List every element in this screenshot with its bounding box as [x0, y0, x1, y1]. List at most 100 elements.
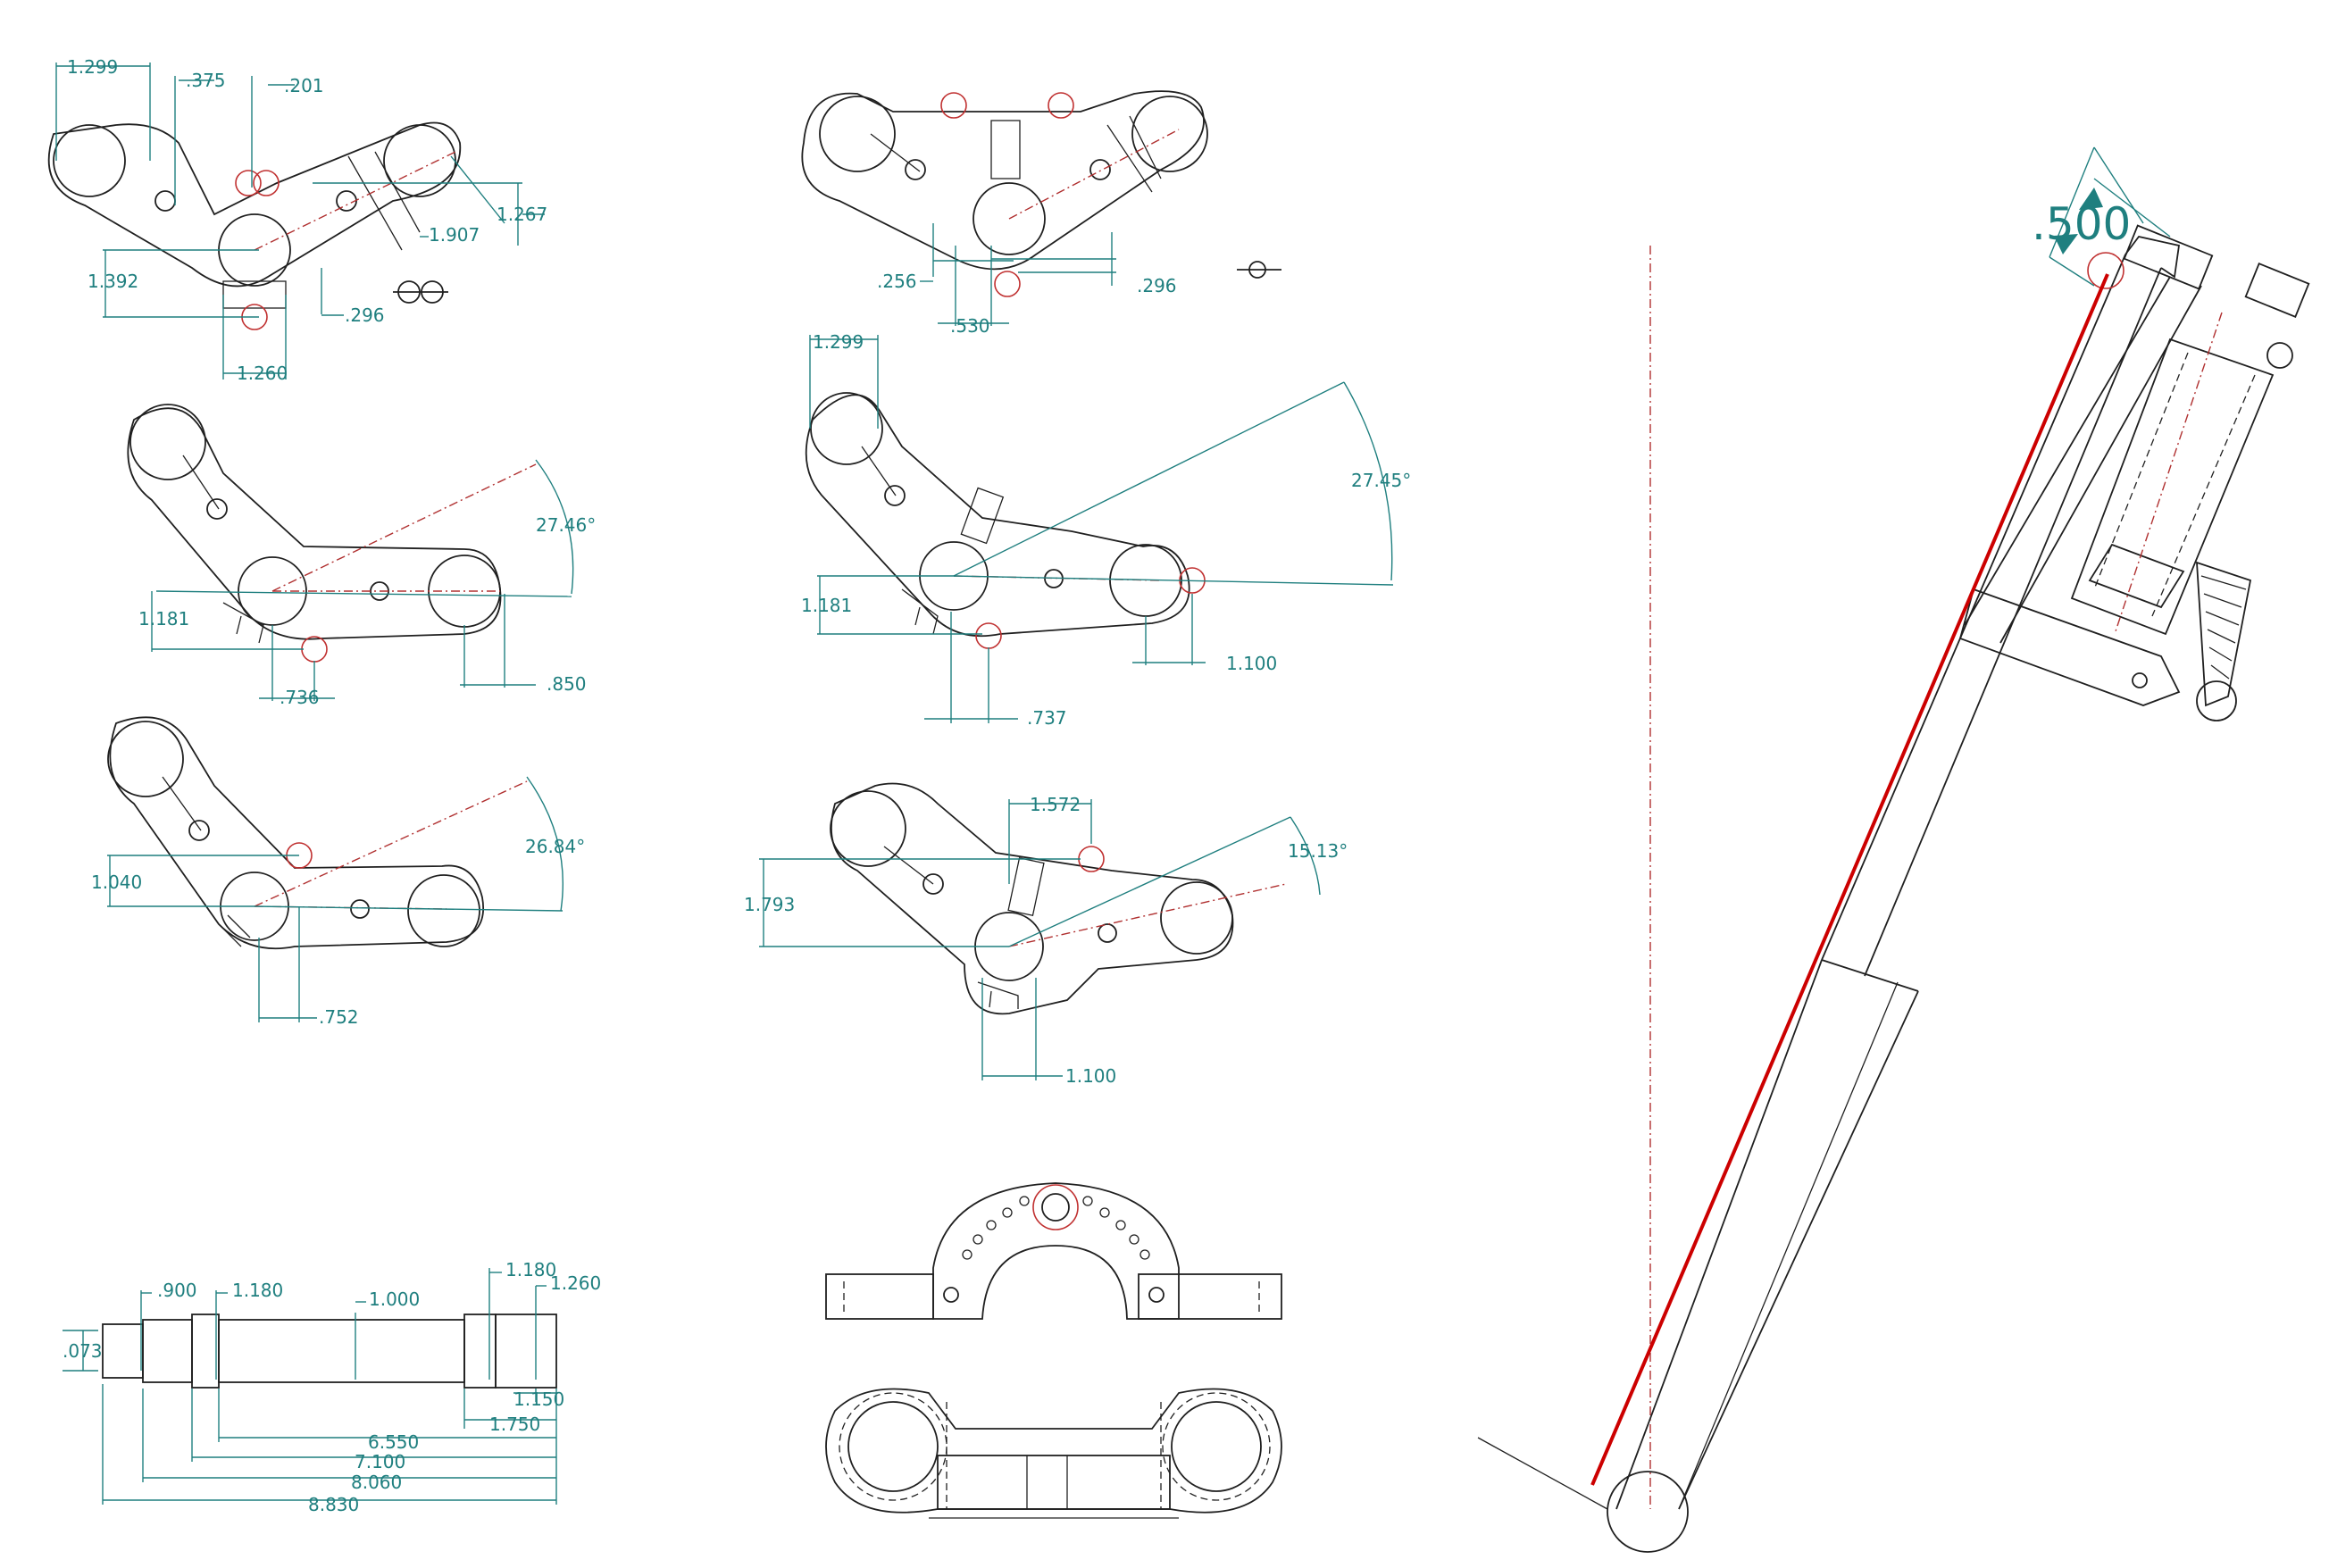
stanchion-bore [810, 392, 883, 465]
bolt-hole [1098, 923, 1117, 943]
stanchion-bore [129, 404, 206, 480]
bolt-line [870, 133, 921, 172]
dim-text: .530 [950, 315, 990, 337]
axle-shoulder [142, 1319, 193, 1383]
view-clamp-side-d: 1.572 15.13° 1.793 1.100 [744, 782, 1348, 1087]
centerline [1008, 129, 1180, 220]
bolt-hole [1089, 159, 1111, 180]
axle-collar [191, 1314, 220, 1389]
view-clamp-side-a: 27.46° 1.181 .736 .850 [127, 404, 596, 708]
pinch-slot [218, 914, 251, 947]
view-clamp-bottom [825, 1388, 1282, 1519]
dim-text: 1.907 [429, 224, 480, 246]
dim-text: 8.060 [351, 1472, 402, 1493]
dimension-lines [63, 1268, 557, 1505]
pinch-slot [347, 151, 421, 251]
stanchion-bore [847, 1401, 939, 1492]
lower-leg-edge [1615, 959, 1823, 1510]
bolt-hole [2132, 672, 2148, 688]
bolt-hole [206, 498, 228, 520]
dim-text: 1.392 [88, 271, 138, 292]
dim-text: 1.793 [744, 894, 795, 915]
dim-text: .073 [63, 1340, 103, 1362]
view-clamp-side-b: 1.299 27.45° 1.181 1.100 .737 [801, 331, 1411, 729]
pinch-slot [222, 602, 264, 644]
dim-text: .500 [2032, 198, 2131, 250]
clamp-outline [127, 407, 502, 640]
dimension-lines [107, 776, 563, 1022]
hidden-bore [1162, 1392, 1271, 1501]
dimension-lines [759, 799, 1321, 1080]
bore [1041, 1193, 1070, 1222]
dim-arrow [2054, 234, 2078, 254]
dim-text: 1.180 [505, 1259, 556, 1280]
dim-text: .900 [157, 1280, 197, 1301]
dim-text: 1.299 [67, 56, 118, 78]
bolt-hole [1148, 1287, 1164, 1303]
reference-circle [301, 636, 328, 663]
view-clamp-side-c: 1.040 26.84° .752 [91, 716, 585, 1028]
pinch-slot [960, 487, 1005, 545]
clamp-ear [1138, 1273, 1282, 1320]
dim-text: 1.100 [1226, 653, 1277, 674]
bolt-hole [154, 190, 176, 212]
bolt-line [861, 446, 897, 496]
axle-head [495, 1314, 557, 1389]
stanchion-bore [819, 96, 896, 172]
dim-text: 1.100 [1065, 1065, 1116, 1087]
dim-text: 15.13° [1288, 840, 1348, 862]
clamp-web [937, 1455, 1171, 1510]
dim-text: .296 [345, 304, 385, 326]
bolt-hole [905, 159, 926, 180]
pinch-slot [1007, 856, 1045, 917]
pinch-slot [1106, 115, 1162, 193]
dimension-lines [55, 63, 545, 379]
stanchion-edge [1821, 254, 2126, 961]
leg-inner [1678, 981, 1899, 1510]
steer-tube-bore [973, 182, 1046, 255]
dim-text: .736 [280, 687, 320, 708]
pinch-slot [977, 981, 1019, 1009]
centerline [1008, 883, 1287, 947]
tube-edge [1964, 276, 2171, 626]
dimension-lines [151, 459, 574, 701]
bolt-hole [350, 899, 370, 919]
stanchion-bore [407, 874, 480, 947]
reference-circle [994, 271, 1021, 297]
bolt-line [182, 455, 220, 510]
axle-collar [463, 1314, 497, 1389]
bolt-hole [922, 873, 944, 895]
steer-tube [2070, 338, 2275, 636]
bolt-hole [188, 820, 210, 841]
view-axle: .900 1.180 1.000 1.180 1.260 .073 1.150 … [63, 1259, 601, 1515]
clamp-block [2088, 543, 2185, 609]
bolt-line [883, 846, 934, 885]
lower-leg-edge [1678, 990, 1919, 1510]
hidden-line [2093, 352, 2189, 590]
clamp-outline [825, 1388, 1282, 1514]
dim-text: 1.181 [801, 595, 852, 616]
dimension-lines [809, 335, 1394, 723]
dim-text: 1.267 [497, 204, 547, 225]
clamp-ear [825, 1273, 934, 1320]
stanchion-bore [383, 124, 456, 197]
centerline [2114, 312, 2223, 635]
view-triple-clamp-bottom: .256 .530 .296 [801, 90, 1281, 337]
stanchion-bore [107, 721, 184, 797]
dim-text: 1.000 [369, 1289, 420, 1310]
dim-text: 26.84° [525, 836, 585, 857]
bolt-hole [2266, 342, 2293, 369]
dim-text: .375 [186, 70, 226, 91]
dim-text: 1.299 [813, 331, 864, 353]
centerline [254, 780, 528, 907]
dim-text: .752 [319, 1006, 359, 1028]
dimension-lines [920, 223, 1116, 326]
hatched-lug [2196, 561, 2252, 707]
stanchion-bore [1160, 881, 1233, 955]
dim-text: 1.260 [550, 1272, 601, 1294]
section-symbol [1248, 261, 1266, 279]
top-clamp [2244, 263, 2310, 318]
clamp-arch [932, 1182, 1180, 1320]
dim-text: 1.040 [91, 872, 142, 893]
